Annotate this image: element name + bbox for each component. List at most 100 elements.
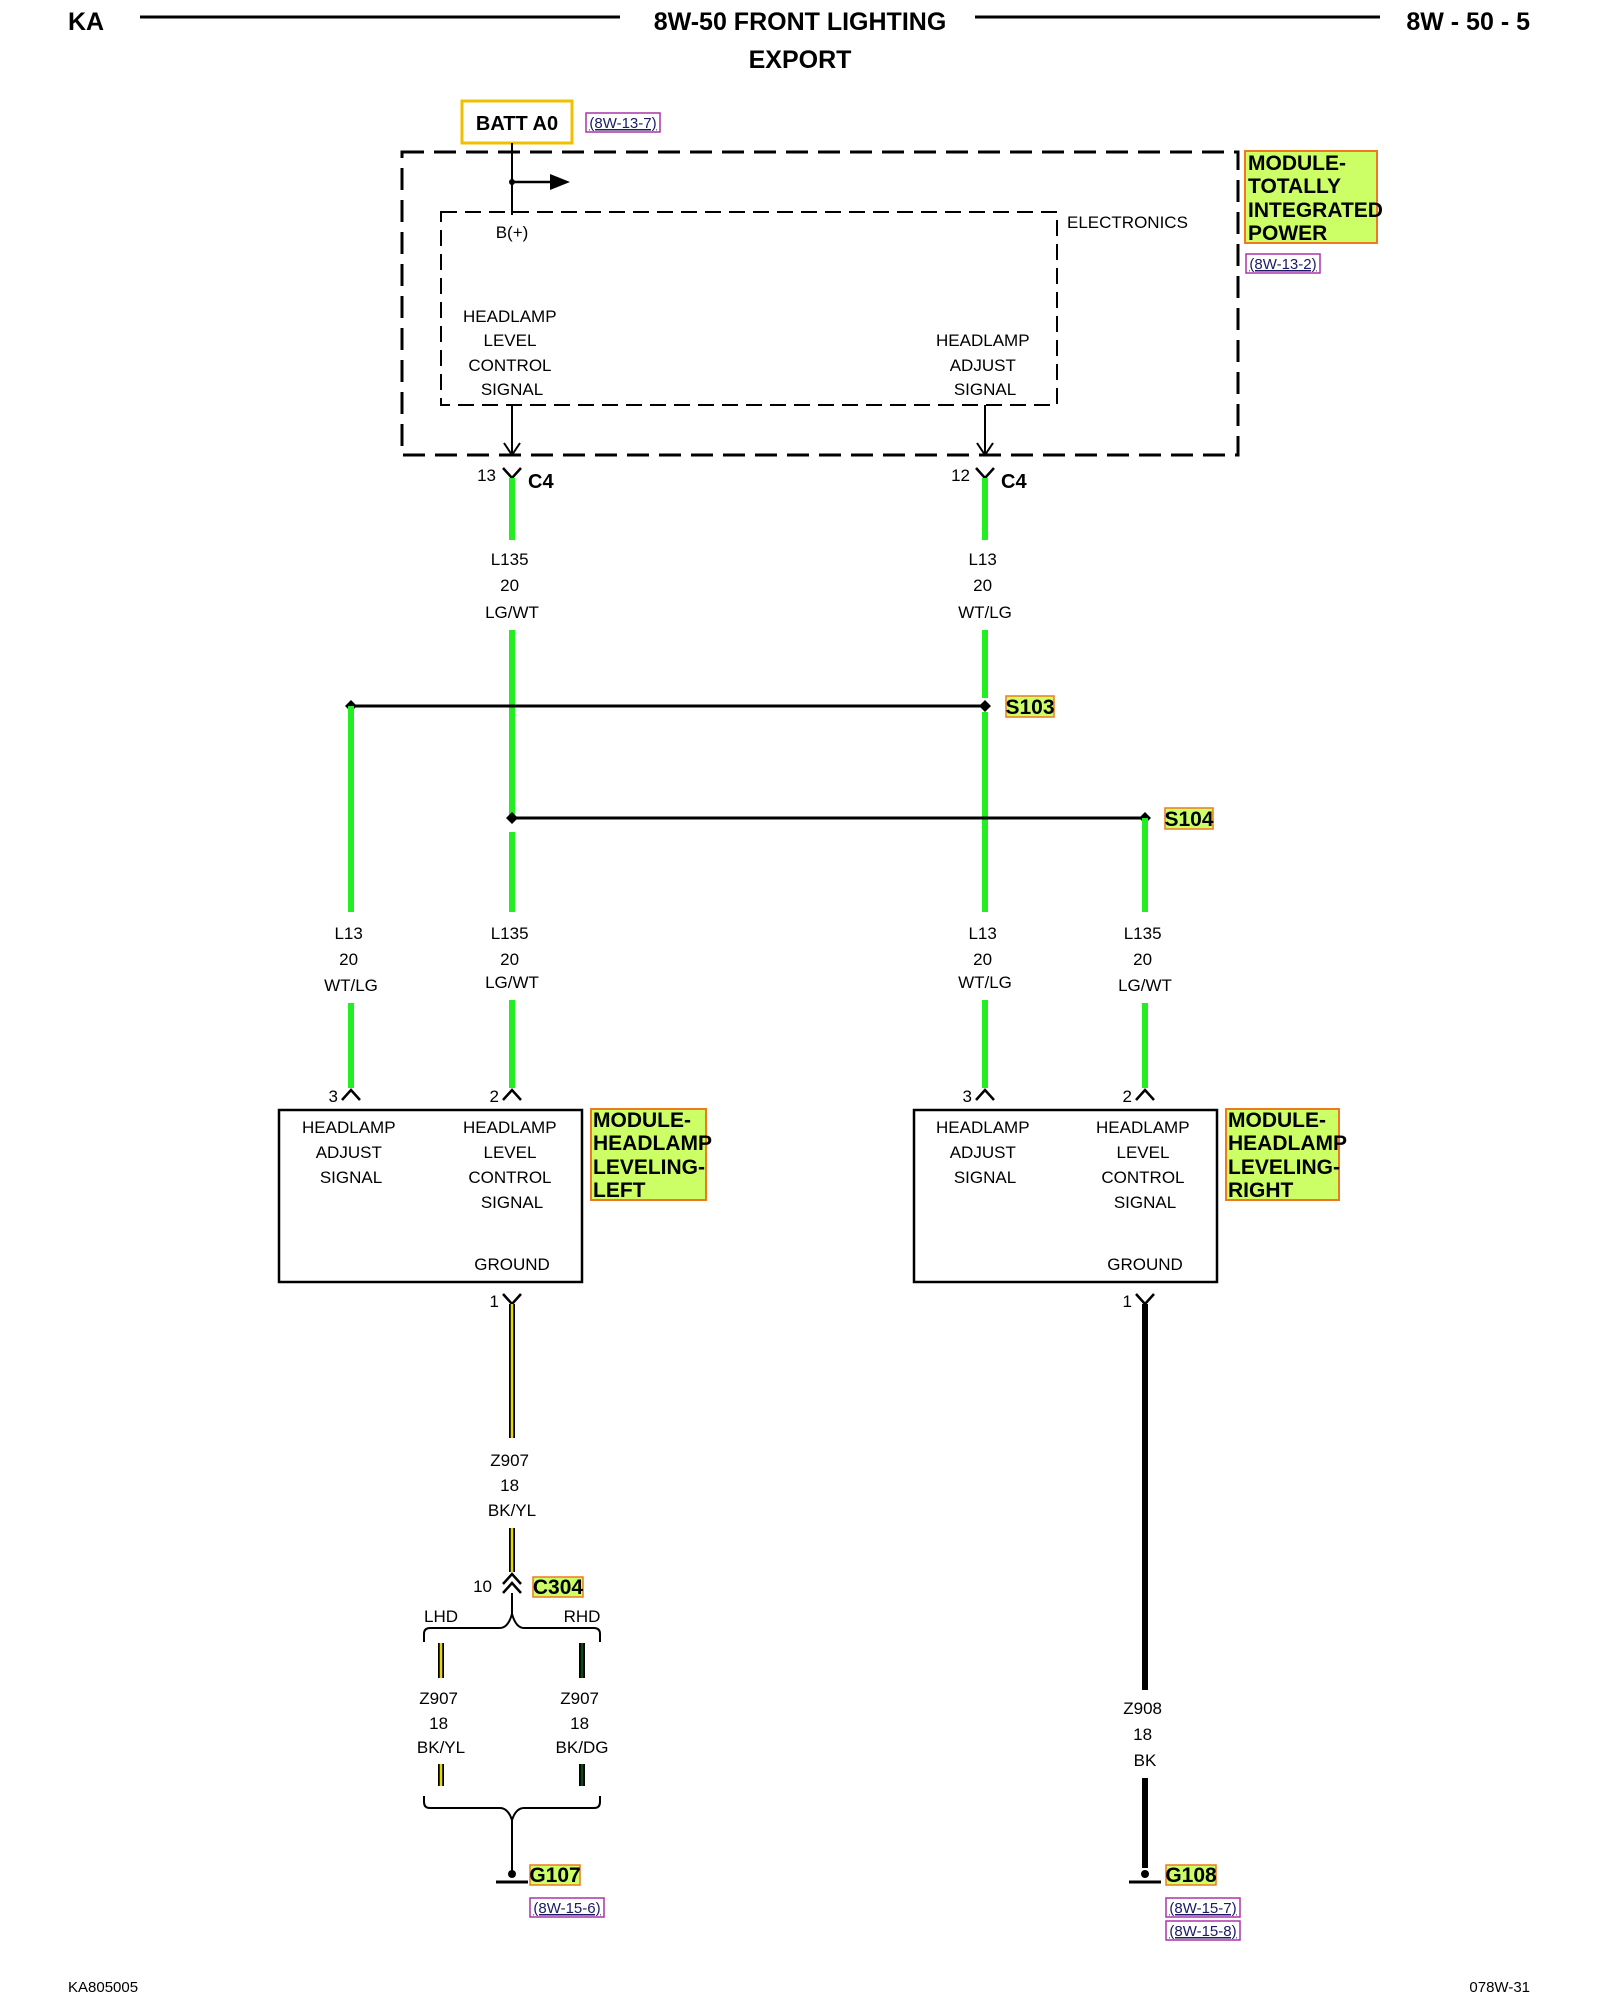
- g108-ref-box-2[interactable]: [1165, 1920, 1241, 1941]
- c304-highlight: [532, 1576, 584, 1598]
- right-ground-label: GROUND: [1107, 1255, 1183, 1274]
- tipm-ref-link[interactable]: (8W-13-2): [1249, 256, 1316, 273]
- left-module-name: MODULE- HEADLAMP LEVELING- LEFT: [593, 1109, 717, 1202]
- tipm-ref-box[interactable]: [1245, 253, 1321, 274]
- s104-node-left: [506, 812, 518, 824]
- c4-left-pin: 13: [477, 466, 496, 485]
- wire-label-z907-lhd: Z907 18 BK/YL: [417, 1689, 465, 1757]
- right-adjust-signal-label: HEADLAMP ADJUST SIGNAL: [936, 1118, 1034, 1187]
- right-pin2-number: 2: [1123, 1087, 1132, 1106]
- g107-ref-box[interactable]: [529, 1897, 605, 1918]
- right-module-name: MODULE- HEADLAMP LEVELING- RIGHT: [1228, 1109, 1352, 1202]
- tipm-name: MODULE- TOTALLY INTEGRATED POWER: [1248, 152, 1389, 245]
- c4-right-pin: 12: [951, 466, 970, 485]
- headlamp-leveling-module-left: 3 2 HEADLAMP ADJUST SIGNAL HEADLAMP LEVE…: [277, 1087, 717, 1311]
- s103-highlight: [1005, 695, 1055, 718]
- bplus-label: B(+): [496, 223, 529, 242]
- wire-label-l135-top: L135 20 LG/WT: [485, 550, 539, 622]
- g108-label: G108: [1165, 1864, 1217, 1887]
- wire-label-z907-mid: Z907 18 BK/YL: [488, 1451, 536, 1520]
- wire-label-left-l135: L135 20 LG/WT: [485, 924, 539, 992]
- tipm-module: ELECTRONICS B(+) HEADLAMP LEVEL CONTROL …: [400, 143, 1389, 457]
- footer-left: KA805005: [68, 1979, 138, 1996]
- left-pin2-number: 2: [490, 1087, 499, 1106]
- wire-label-right-l13: L13 20 WT/LG: [958, 924, 1012, 992]
- header-subtitle: EXPORT: [749, 46, 852, 74]
- option-brace-bottom: [423, 1796, 601, 1824]
- electronics-outline: [440, 211, 1058, 406]
- right-ground-path: Z908 18 BK G108 (8W-15-7) (8W-15-8): [1123, 1304, 1241, 1941]
- signal-wires: [348, 478, 1148, 1088]
- s103-label: S103: [1005, 696, 1054, 719]
- page-header: KA 8W-50 FRONT LIGHTING 8W - 50 - 5 EXPO…: [68, 8, 1530, 74]
- left-pin2-connector: [502, 1088, 522, 1101]
- header-title: 8W-50 FRONT LIGHTING: [654, 8, 947, 36]
- g108-ref-link-1[interactable]: (8W-15-7): [1169, 1900, 1236, 1917]
- g108-ref-box-1[interactable]: [1165, 1897, 1241, 1918]
- tipm-name-highlight: [1244, 150, 1378, 244]
- option-rhd-label: RHD: [564, 1607, 601, 1626]
- left-module-box: [277, 1108, 584, 1284]
- tipm-level-control-label: HEADLAMP LEVEL CONTROL SIGNAL: [463, 307, 561, 399]
- right-pin3-connector: [975, 1088, 995, 1101]
- g108-node: [1141, 1870, 1149, 1878]
- left-ground-label: GROUND: [474, 1255, 550, 1274]
- bplus-arrow-head: [550, 174, 570, 190]
- left-adjust-signal-label: HEADLAMP ADJUST SIGNAL: [302, 1118, 400, 1187]
- headlamp-leveling-module-right: 3 2 HEADLAMP ADJUST SIGNAL HEADLAMP LEVE…: [912, 1087, 1352, 1311]
- right-pin3-number: 3: [963, 1087, 972, 1106]
- g108-ref-link-2[interactable]: (8W-15-8): [1169, 1923, 1236, 1940]
- splice-s103: S103: [345, 695, 1055, 719]
- option-brace-top: [423, 1610, 601, 1642]
- right-pin1-number: 1: [1123, 1292, 1132, 1311]
- header-right: 8W - 50 - 5: [1406, 8, 1530, 36]
- left-pin3-connector: [341, 1088, 361, 1101]
- c4-right-name: C4: [1001, 471, 1027, 493]
- wire-label-l13-top: L13 20 WT/LG: [958, 550, 1012, 622]
- c4-left-fork: [502, 467, 522, 480]
- g108-highlight: [1165, 1864, 1217, 1886]
- tipm-adjust-signal-label: HEADLAMP ADJUST SIGNAL: [936, 331, 1034, 399]
- c4-connector-right: 12 C4: [951, 466, 1027, 493]
- right-pin1-connector: [1135, 1293, 1155, 1306]
- right-pin2-connector: [1135, 1088, 1155, 1101]
- tipm-pin12-arrow: [976, 442, 994, 457]
- right-module-name-highlight: [1225, 1108, 1340, 1201]
- g107-ref-link[interactable]: (8W-15-6): [533, 1900, 600, 1917]
- c304-connector-upper: [502, 1572, 522, 1585]
- left-pin1-connector: [502, 1293, 522, 1306]
- batt-a0-box: [460, 99, 574, 145]
- right-module-box: [912, 1108, 1219, 1284]
- batt-a0-label: BATT A0: [476, 113, 558, 135]
- footer-right: 078W-31: [1469, 1979, 1530, 1996]
- c304-pin: 10: [473, 1577, 492, 1596]
- left-pin1-number: 1: [490, 1292, 499, 1311]
- tipm-outline: [400, 150, 1240, 457]
- header-left: KA: [68, 8, 104, 36]
- splice-s104: S104: [506, 807, 1214, 831]
- batt-a0-source: BATT A0 (8W-13-7): [460, 99, 661, 145]
- c4-connector-left: 13 C4: [477, 466, 554, 493]
- right-level-control-label: HEADLAMP LEVEL CONTROL SIGNAL: [1096, 1118, 1194, 1212]
- wire-label-right-l135: L135 20 LG/WT: [1118, 924, 1172, 995]
- g107-node: [508, 1870, 516, 1878]
- wire-label-left-l13: L13 20 WT/LG: [324, 924, 378, 995]
- s103-node-right: [979, 700, 991, 712]
- wire-label-z907-rhd: Z907 18 BK/DG: [556, 1689, 609, 1757]
- left-ground-path: Z907 18 BK/YL 10 C304 LHD RHD Z907 18 BK…: [417, 1304, 609, 1918]
- s104-highlight: [1164, 807, 1214, 830]
- g107-label: G107: [529, 1864, 580, 1887]
- option-lhd-label: LHD: [424, 1607, 458, 1626]
- electronics-label: ELECTRONICS: [1067, 213, 1188, 232]
- wire-label-z908: Z908 18 BK: [1123, 1699, 1166, 1770]
- c4-right-fork: [975, 467, 995, 480]
- batt-ref-box[interactable]: [585, 112, 661, 133]
- tipm-pin13-arrow: [503, 442, 521, 457]
- left-pin3-number: 3: [329, 1087, 338, 1106]
- left-level-control-label: HEADLAMP LEVEL CONTROL SIGNAL: [463, 1118, 561, 1212]
- c4-left-name: C4: [528, 471, 554, 493]
- batt-ref-link[interactable]: (8W-13-7): [589, 115, 656, 132]
- s104-label: S104: [1164, 808, 1213, 831]
